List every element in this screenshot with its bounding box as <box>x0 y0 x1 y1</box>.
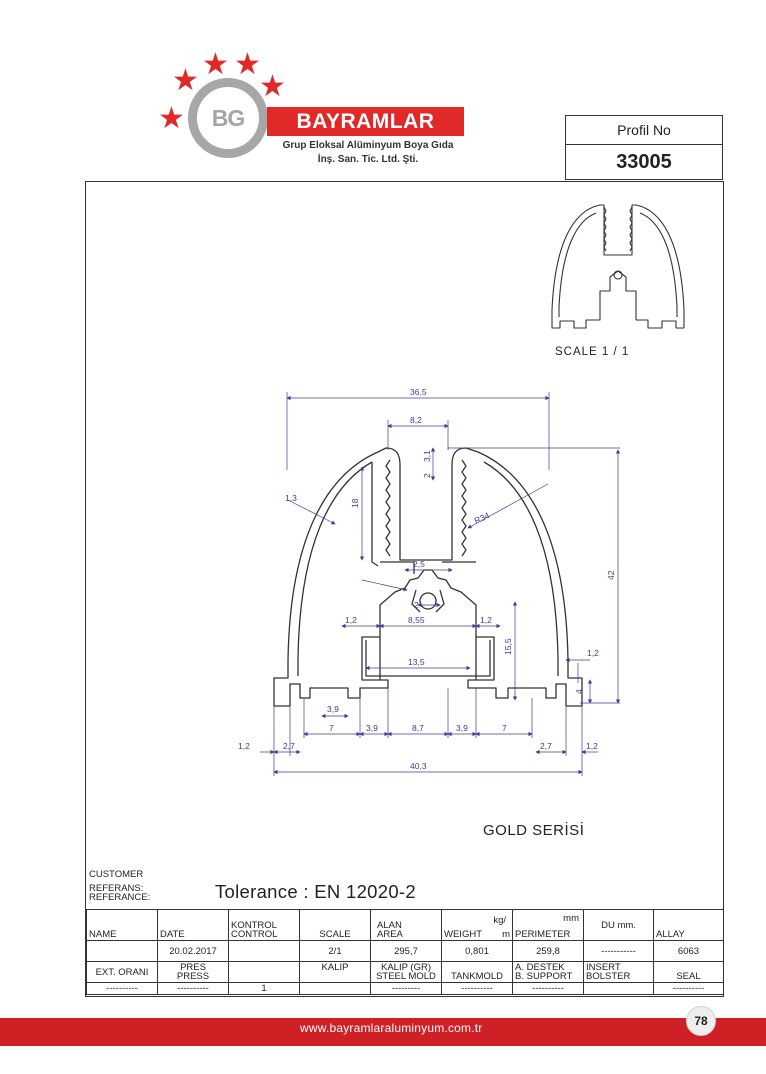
process-value <box>583 982 654 995</box>
svg-text:1,3: 1,3 <box>285 493 297 503</box>
header-allay: ALLAY <box>653 909 724 941</box>
process-value: ---------- <box>512 982 584 995</box>
scale-label: SCALE 1 / 1 <box>555 346 630 358</box>
label-ext-orani: EXT. ORANI <box>86 961 158 983</box>
process-value: ---------- <box>653 982 724 995</box>
label-kalip: KALIP <box>299 961 371 983</box>
value-name <box>86 940 158 962</box>
star-icon: ★ <box>202 48 229 81</box>
process-value <box>299 982 371 995</box>
value-area: 295,7 <box>370 940 442 962</box>
svg-text:3,9: 3,9 <box>327 704 339 714</box>
profile-outline <box>273 447 583 707</box>
star-icon: ★ <box>158 102 185 135</box>
website-url[interactable]: www.bayramlaraluminyum.com.tr <box>300 1021 483 1035</box>
star-icon: ★ <box>172 64 199 97</box>
svg-text:1,2: 1,2 <box>587 648 599 658</box>
svg-text:8,2: 8,2 <box>410 415 422 425</box>
brand-subtitle-2: İnş. San. Tic. Ltd. Şti. <box>317 154 419 165</box>
header-scale: SCALE <box>299 909 371 941</box>
value-scale: 2/1 <box>299 940 371 962</box>
table-values-row: 20.02.2017 2/1 295,7 0,801 259,8 -------… <box>86 940 724 962</box>
process-value: ---------- <box>441 982 513 995</box>
value-control <box>228 940 300 962</box>
svg-text:13,5: 13,5 <box>408 657 425 667</box>
value-perimeter: 259,8 <box>512 940 584 962</box>
svg-text:2,7: 2,7 <box>283 741 295 751</box>
svg-text:1,2: 1,2 <box>238 741 250 751</box>
svg-text:2: 2 <box>414 600 419 610</box>
label-tankmold: TANKMOLD <box>441 961 513 983</box>
header-date: DATE <box>157 909 229 941</box>
svg-text:3,9: 3,9 <box>456 723 468 733</box>
svg-text:15,5: 15,5 <box>503 638 513 655</box>
svg-text:7: 7 <box>329 723 334 733</box>
label-steel-mold: KALIP (GR)STEEL MOLD <box>370 961 442 983</box>
dimension-labels: 36,5 8,2 3,1 2 1,3 18 R34 42 2,5 2 1,2 8… <box>238 387 616 771</box>
svg-text:36,5: 36,5 <box>410 387 427 397</box>
process-value: ---------- <box>86 982 158 995</box>
svg-text:7: 7 <box>502 723 507 733</box>
footer-bar <box>0 1018 766 1046</box>
svg-text:4: 4 <box>574 689 584 694</box>
process-value: ---------- <box>157 982 229 995</box>
customer-label: CUSTOMER <box>89 869 144 880</box>
star-icon: ★ <box>234 48 261 81</box>
profile-scale-preview <box>551 204 685 329</box>
process-value: 1 <box>228 982 300 995</box>
profil-label: Profil No <box>566 116 722 145</box>
table-process-values-row: ---------- ---------- 1 --------- ------… <box>86 982 724 995</box>
value-du: ----------- <box>583 940 654 962</box>
label-seal: SEAL <box>653 961 724 983</box>
svg-text:3,9: 3,9 <box>366 723 378 733</box>
svg-text:3,1: 3,1 <box>422 450 432 462</box>
svg-text:1,2: 1,2 <box>345 615 357 625</box>
brand-subtitle-1: Grup Eloksal Alüminyum Boya Gıda <box>282 140 454 151</box>
svg-text:1,2: 1,2 <box>480 615 492 625</box>
header-name: NAME <box>86 909 158 941</box>
referance-label: REFERANCE: <box>89 892 151 903</box>
logo-letters: BG <box>211 105 246 131</box>
svg-text:18: 18 <box>350 498 360 508</box>
profil-number-box: Profil No 33005 <box>565 115 723 180</box>
tolerance-text: Tolerance : EN 12020-2 <box>215 881 416 902</box>
svg-text:8,7: 8,7 <box>412 723 424 733</box>
svg-text:2: 2 <box>422 473 432 478</box>
profil-number: 33005 <box>616 151 672 173</box>
dimension-lines <box>260 392 620 776</box>
value-date: 20.02.2017 <box>157 940 229 962</box>
referans-label: REFERANS: <box>89 883 144 894</box>
brand-name: BAYRAMLAR <box>267 107 464 136</box>
svg-text:R34: R34 <box>473 510 492 526</box>
logo-ring: BG <box>188 78 268 158</box>
svg-text:2,5: 2,5 <box>413 559 425 569</box>
series-name: GOLD SERİSİ <box>483 822 585 839</box>
svg-text:8,55: 8,55 <box>408 615 425 625</box>
svg-text:42: 42 <box>606 570 616 580</box>
star-icon: ★ <box>259 70 286 103</box>
value-weight: 0,801 <box>441 940 513 962</box>
svg-text:1,2: 1,2 <box>586 741 598 751</box>
value-allay: 6063 <box>653 940 724 962</box>
process-value: --------- <box>370 982 442 995</box>
svg-text:40,3: 40,3 <box>410 761 427 771</box>
drawing-frame <box>85 181 724 997</box>
profile-technical-drawing: 36,5 8,2 3,1 2 1,3 18 R34 42 2,5 2 1,2 8… <box>238 387 620 776</box>
header-perimeter: mm PERIMETER <box>512 909 584 941</box>
header-du: DU mm. <box>583 909 654 941</box>
svg-text:2,7: 2,7 <box>540 741 552 751</box>
page-number: 78 <box>686 1006 716 1036</box>
label-empty <box>228 961 300 983</box>
